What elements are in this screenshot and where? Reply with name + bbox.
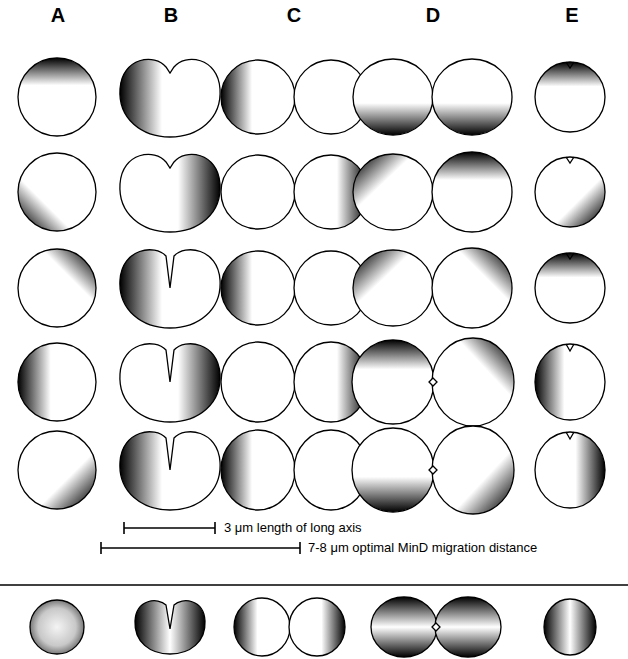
scale-label: 7-8 μm optimal MinD migration distance — [308, 540, 537, 555]
divider-line — [0, 584, 628, 586]
panel-letter: A — [51, 4, 65, 27]
panel-letter: D — [426, 4, 440, 27]
panel-letter: E — [565, 4, 578, 27]
panel-letter: B — [164, 4, 178, 27]
panel-letter: C — [287, 4, 301, 27]
scale-label: 3 μm length of long axis — [224, 520, 362, 535]
